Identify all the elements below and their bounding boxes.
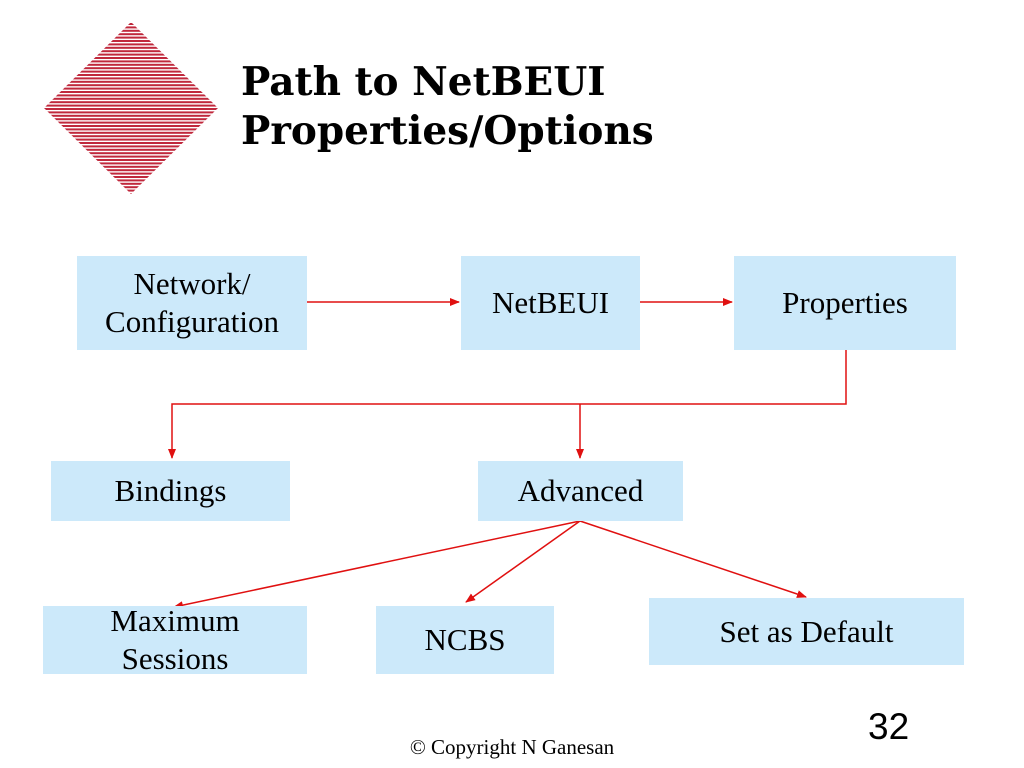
node-set-as-default: Set as Default: [649, 598, 964, 665]
node-network-line-2: Configuration: [105, 304, 279, 339]
node-network-line-1: Network/: [133, 266, 251, 301]
node-advanced-label: Advanced: [517, 473, 644, 508]
connector-properties-to-branch: [168, 350, 847, 459]
node-ncbs: NCBS: [376, 606, 554, 674]
striped-diamond-logo: [44, 23, 218, 194]
slide-title-line-2: Properties/Options: [241, 108, 654, 154]
node-properties-label: Properties: [782, 285, 908, 320]
slide-title: Path to NetBEUI Properties/Options: [241, 58, 654, 156]
arrow-advanced-to-set-default: [579, 520, 807, 598]
page-number: 32: [868, 706, 910, 747]
arrow-advanced-to-ncbs: [465, 520, 581, 603]
node-ncbs-label: NCBS: [424, 622, 506, 657]
arrow-advanced-to-max-sessions: [173, 520, 581, 610]
node-set-default-label: Set as Default: [719, 613, 894, 649]
node-netbeui: NetBEUI: [461, 256, 640, 350]
copyright-footer: © Copyright N Ganesan: [409, 735, 615, 759]
node-properties: Properties: [734, 256, 956, 350]
node-netbeui-label: NetBEUI: [491, 285, 610, 320]
slide-title-line-1: Path to NetBEUI: [241, 59, 606, 105]
node-bindings: Bindings: [51, 461, 290, 521]
node-network-configuration: Network/ Configuration: [77, 256, 307, 350]
node-bindings-label: Bindings: [114, 473, 227, 508]
node-maximum-sessions: Maximum Sessions: [43, 603, 307, 676]
node-advanced: Advanced: [478, 461, 683, 521]
node-max-sessions-line-2: Sessions: [121, 641, 229, 676]
node-max-sessions-line-1: Maximum: [110, 603, 240, 638]
